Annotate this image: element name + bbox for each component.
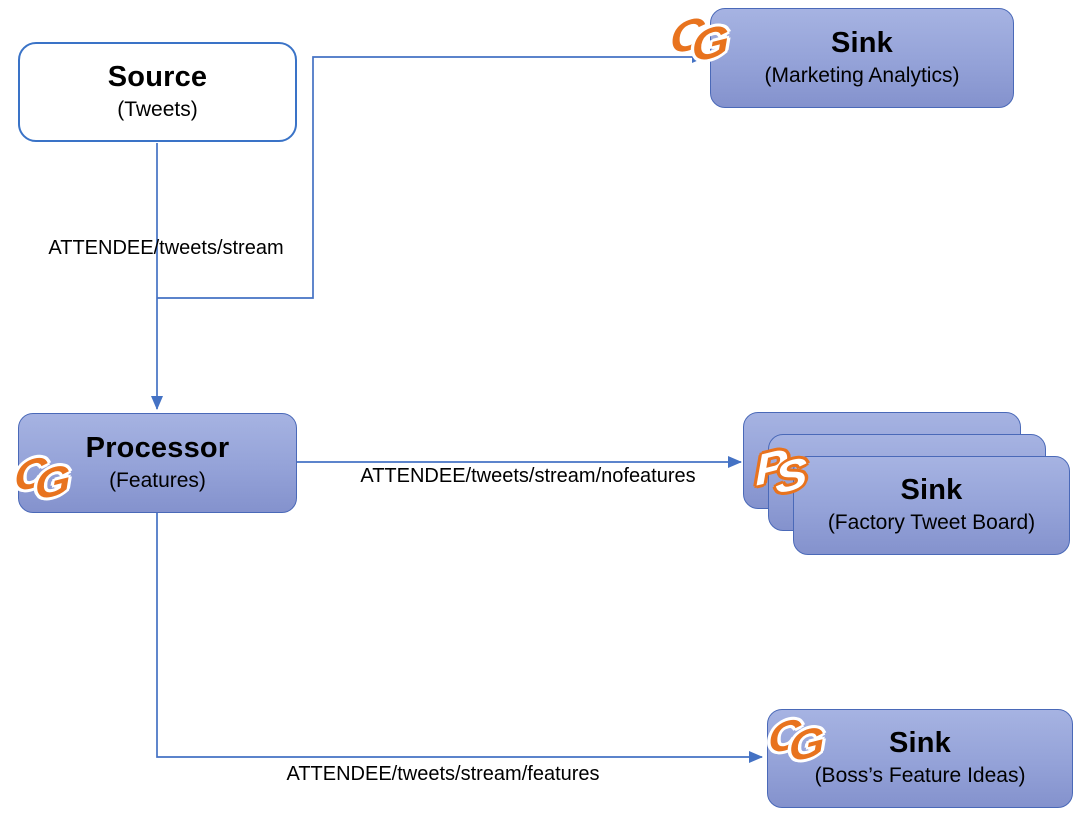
node-sink-factory: Sink (Factory Tweet Board) (793, 456, 1070, 555)
cg-logo: CG (669, 7, 731, 72)
edge-label-stream: ATTENDEE/tweets/stream (48, 237, 284, 259)
cg-logo: CG (767, 710, 826, 772)
node-processor-subtitle: (Features) (109, 468, 206, 492)
cg-logo: CG (13, 448, 72, 510)
node-sink-marketing-title: Sink (830, 26, 894, 59)
node-source-title: Source (107, 60, 208, 93)
node-sink-factory-title: Sink (900, 474, 963, 507)
ps-logo: PS (754, 438, 809, 504)
node-sink-factory-subtitle: (Factory Tweet Board) (827, 511, 1036, 535)
node-sink-boss-title: Sink (888, 727, 952, 760)
node-processor: Processor (Features) (18, 413, 297, 513)
node-sink-marketing: Sink (Marketing Analytics) (710, 8, 1014, 108)
node-source: Source (Tweets) (18, 42, 297, 142)
connector-processor-to-boss-sink (156, 513, 763, 763)
node-sink-marketing-subtitle: (Marketing Analytics) (764, 63, 960, 87)
node-sink-boss: Sink (Boss’s Feature Ideas) (767, 709, 1073, 808)
node-processor-title: Processor (85, 431, 230, 464)
edge-label-features: ATTENDEE/tweets/stream/features (286, 763, 600, 785)
node-sink-boss-subtitle: (Boss’s Feature Ideas) (814, 764, 1026, 788)
edge-label-nofeatures: ATTENDEE/tweets/stream/nofeatures (360, 465, 696, 487)
node-source-subtitle: (Tweets) (117, 97, 198, 121)
